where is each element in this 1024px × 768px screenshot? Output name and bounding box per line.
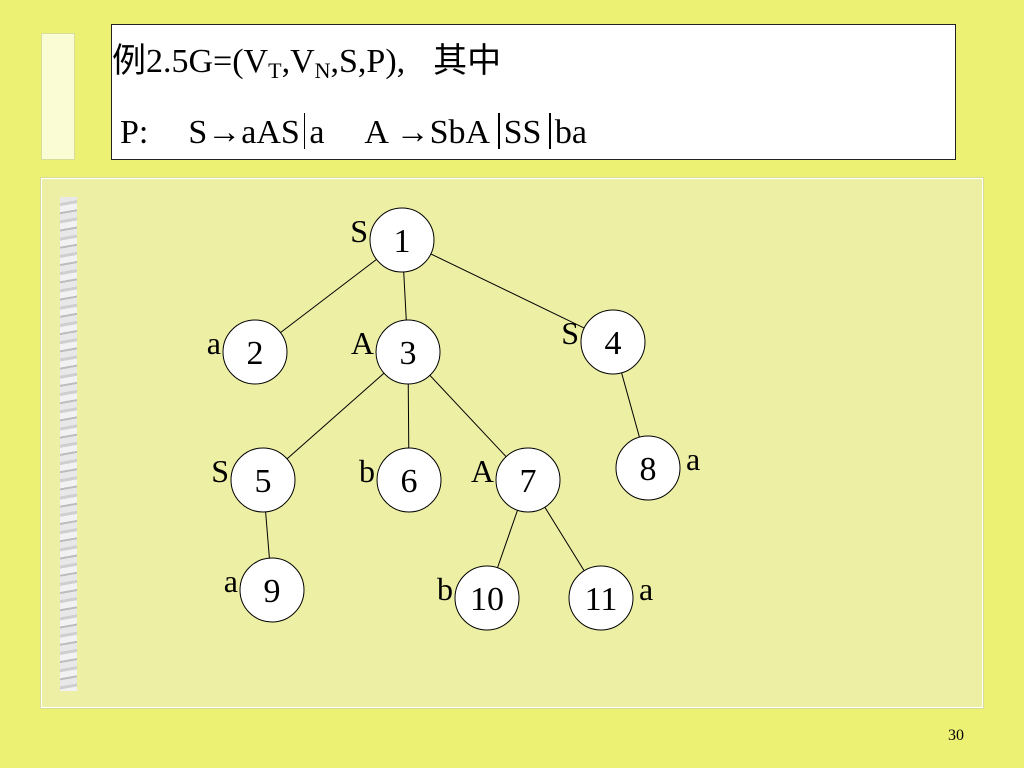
tree-edges <box>265 253 640 572</box>
grammar-open: G=(V <box>188 43 269 80</box>
node-symbol: S <box>211 453 229 489</box>
node-circle <box>495 447 561 513</box>
alt-separator <box>549 113 551 149</box>
node-circle <box>580 309 646 375</box>
node-circle <box>568 565 634 631</box>
alt-separator <box>498 113 500 149</box>
node-number: 10 <box>470 581 504 618</box>
subscript-n: N <box>314 58 331 83</box>
node-number: 5 <box>255 463 272 500</box>
node-circle <box>375 319 441 385</box>
page-number: 30 <box>948 727 964 744</box>
node-symbol: a <box>639 571 653 607</box>
node-symbol: A <box>351 325 374 361</box>
node-circle <box>369 207 435 273</box>
tree-edge-7-10 <box>497 510 518 568</box>
tree-node-1: 1S <box>350 207 435 273</box>
node-symbol: a <box>224 563 238 599</box>
title-suffix: 其中 <box>433 43 502 80</box>
tree-edge-3-7 <box>429 375 507 457</box>
node-number: 1 <box>394 223 411 260</box>
node-number: 7 <box>520 463 537 500</box>
tree-node-9: 9a <box>224 557 305 623</box>
tree-edge-1-2 <box>280 258 377 334</box>
tree-edge-1-4 <box>430 253 585 329</box>
node-symbol: S <box>350 213 368 249</box>
tree-node-3: 3A <box>351 319 441 385</box>
node-number: 11 <box>585 581 618 618</box>
tree-node-6: 6b <box>359 447 442 513</box>
tree-node-2: 2a <box>207 319 288 385</box>
subscript-t: T <box>268 58 282 83</box>
rule-s-alt: a <box>309 114 325 151</box>
grammar-comma-v: ,V <box>281 43 315 80</box>
diagram-panel <box>41 178 983 708</box>
node-number: 8 <box>640 451 657 488</box>
productions-label: P: <box>120 114 149 151</box>
node-circle <box>230 447 296 513</box>
tree-node-11: 11 a <box>568 565 653 631</box>
tree-edge-7-11 <box>544 506 585 572</box>
node-number: 3 <box>400 335 417 372</box>
node-circle <box>615 435 681 501</box>
rule-s-main: S→aAS <box>188 114 300 151</box>
tree-edge-1-3 <box>403 271 407 321</box>
tree-edge-5-9 <box>265 511 270 559</box>
tree-node-5: 5S <box>211 447 296 513</box>
node-symbol: a <box>207 325 221 361</box>
tree-edge-3-5 <box>286 372 385 460</box>
node-circle <box>222 319 288 385</box>
node-symbol: S <box>561 315 579 351</box>
tree-edge-3-6 <box>407 383 410 449</box>
tree-node-4: 4S <box>561 309 646 375</box>
rule-a-alt1: SS <box>503 114 542 151</box>
title-accent-bar <box>41 33 75 160</box>
rule-a-alt2: ba <box>554 114 587 151</box>
rule-a-main: A →SbA <box>364 114 491 151</box>
tree-edge-4-8 <box>621 372 640 438</box>
node-circle <box>239 557 305 623</box>
node-symbol: b <box>359 453 375 489</box>
node-symbol: a <box>686 441 700 477</box>
decorative-strip <box>60 197 77 691</box>
title-line-1: 例2.5G=(VT,VN,S,P), 其中 <box>112 45 501 82</box>
node-circle <box>454 565 520 631</box>
node-number: 4 <box>605 325 622 362</box>
node-circle <box>376 447 442 513</box>
grammar-rest: ,S,P), <box>330 43 406 80</box>
tree-node-10: 10 b <box>437 565 520 631</box>
node-symbol: A <box>471 453 494 489</box>
node-symbol: b <box>437 571 453 607</box>
node-number: 6 <box>401 463 418 500</box>
node-number: 2 <box>247 335 264 372</box>
alt-separator <box>303 113 306 149</box>
node-number: 9 <box>264 573 281 610</box>
tree-node-7: 7A <box>471 447 561 513</box>
example-number: 例2.5 <box>112 43 189 80</box>
